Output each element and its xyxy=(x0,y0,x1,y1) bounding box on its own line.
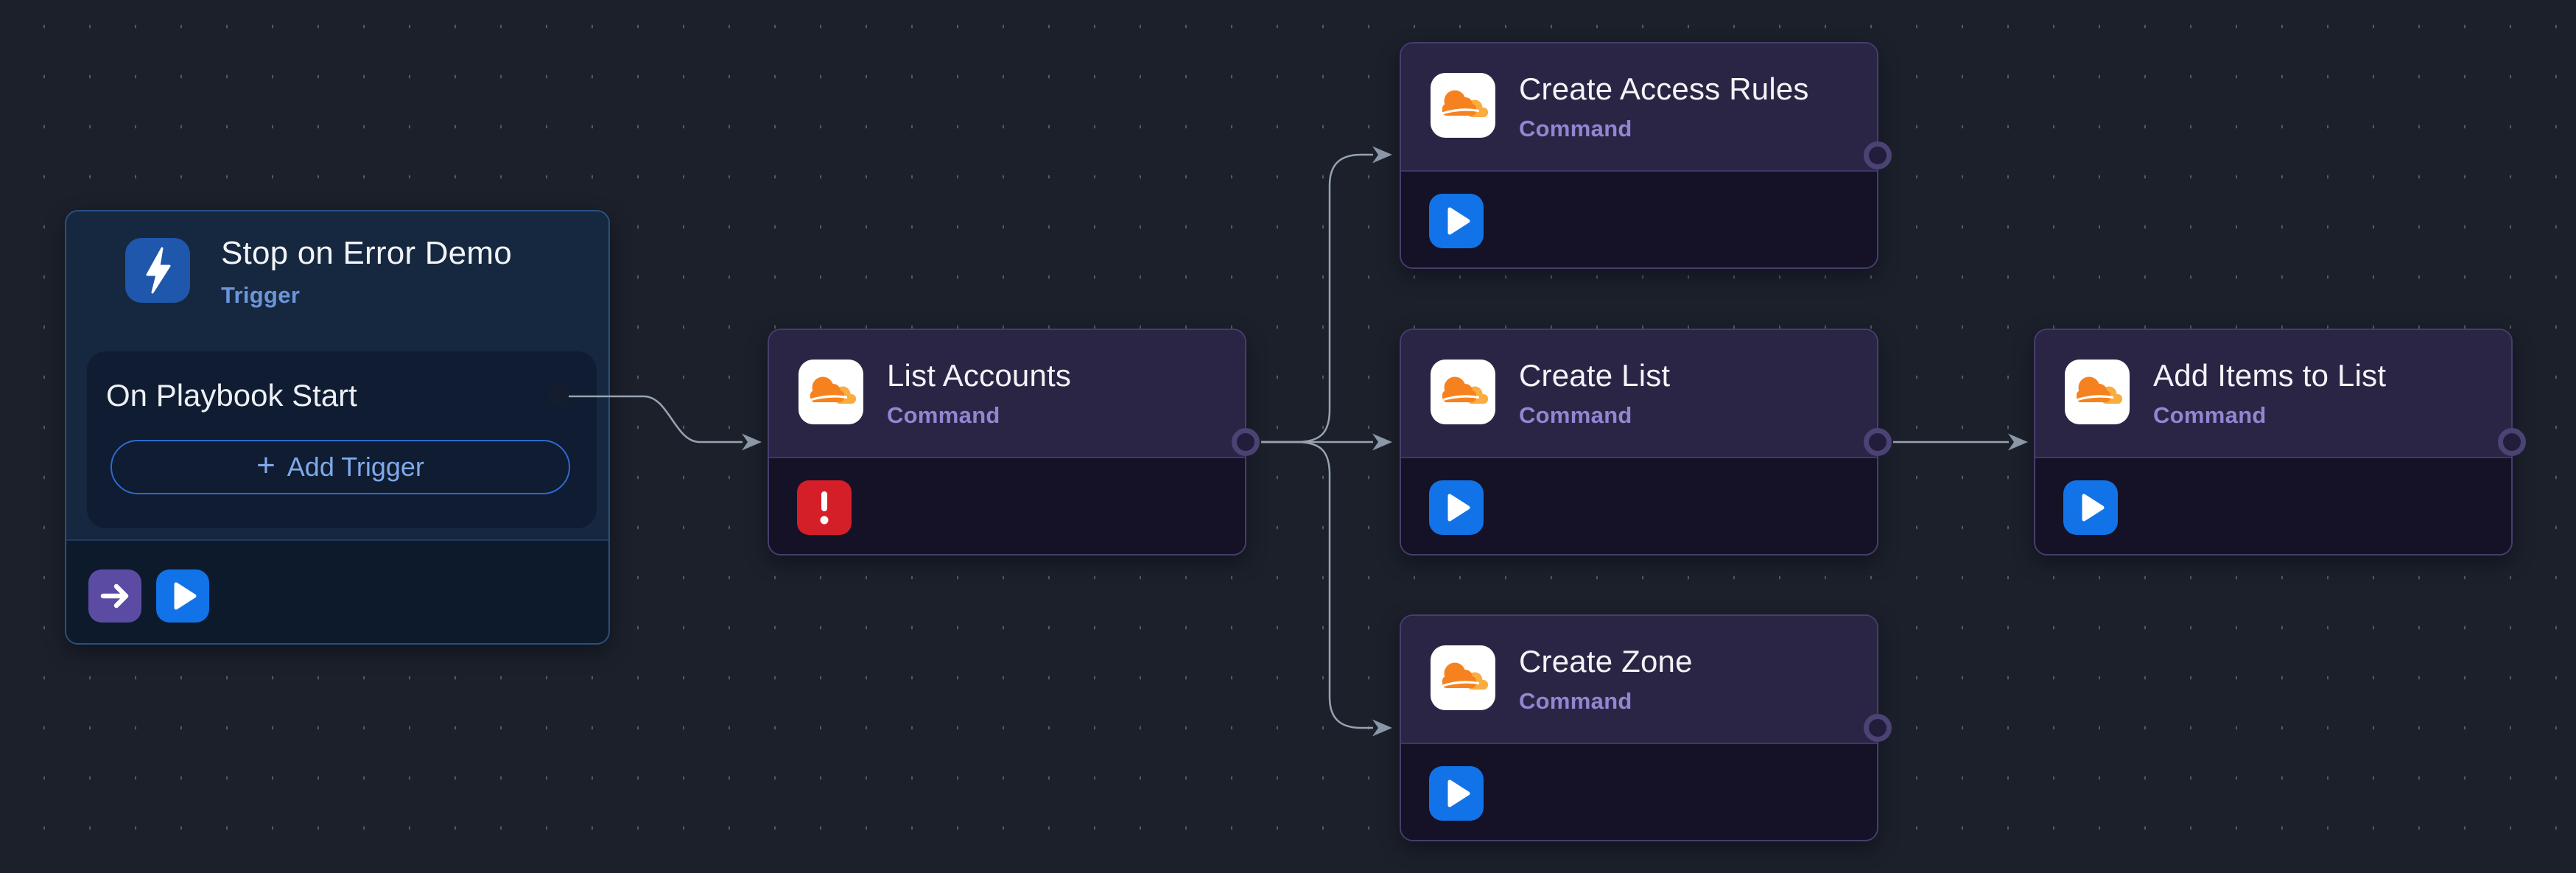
trigger-footer xyxy=(66,539,608,643)
add-trigger-label: Add Trigger xyxy=(287,452,424,482)
node-title: Create Zone xyxy=(1519,644,1693,679)
add-trigger-button[interactable]: + Add Trigger xyxy=(110,440,570,494)
node-body xyxy=(2035,458,2511,554)
output-connector[interactable] xyxy=(1864,714,1892,742)
node-create-list[interactable]: Create List Command xyxy=(1400,329,1892,555)
node-header: Create List Command xyxy=(1401,330,1877,458)
play-icon xyxy=(1447,207,1470,235)
play-icon xyxy=(1447,779,1470,807)
node-body xyxy=(1401,458,1877,554)
exclamation-icon xyxy=(820,491,829,525)
edge-arrowhead xyxy=(1372,433,1392,451)
node-title: List Accounts xyxy=(887,358,1072,393)
edge-arrowhead xyxy=(2008,433,2028,451)
node-title: Add Items to List xyxy=(2153,358,2387,393)
node-body xyxy=(1401,172,1877,267)
cloudflare-icon xyxy=(1431,73,1495,138)
run-step-button[interactable] xyxy=(1429,766,1484,821)
node-subtitle: Command xyxy=(2153,402,2267,428)
trigger-list-panel: On Playbook Start + Add Trigger xyxy=(87,351,597,528)
node-header: List Accounts Command xyxy=(769,330,1245,458)
cloudflare-icon xyxy=(2065,360,2130,424)
node-create-zone[interactable]: Create Zone Command xyxy=(1400,614,1892,841)
run-playbook-button[interactable] xyxy=(156,569,209,623)
play-icon xyxy=(174,582,197,610)
node-stop-on-error-demo[interactable]: Stop on Error Demo Trigger On Playbook S… xyxy=(65,210,610,645)
output-connector[interactable] xyxy=(1232,428,1260,456)
trigger-output-connector[interactable] xyxy=(547,385,569,407)
lightning-icon xyxy=(125,238,190,303)
node-subtitle: Command xyxy=(1519,402,1632,428)
node-header: Create Zone Command xyxy=(1401,616,1877,744)
node-header: Add Items to List Command xyxy=(2035,330,2511,458)
output-connector[interactable] xyxy=(2498,428,2526,456)
node-body xyxy=(769,458,1245,554)
node-title: Create List xyxy=(1519,358,1671,393)
go-to-step-button[interactable] xyxy=(88,569,141,623)
node-title: Stop on Error Demo xyxy=(221,235,512,271)
node-list-accounts[interactable]: List Accounts Command xyxy=(768,329,1260,555)
node-subtitle: Command xyxy=(887,402,1000,428)
run-step-button[interactable] xyxy=(1429,480,1484,535)
node-header: Create Access Rules Command xyxy=(1401,43,1877,172)
edge-list-accounts-to-create-access-rules xyxy=(1261,153,1373,443)
node-body xyxy=(1401,744,1877,840)
node-subtitle: Trigger xyxy=(221,282,301,308)
edge-arrowhead xyxy=(1372,719,1392,737)
error-status-badge[interactable] xyxy=(797,480,852,535)
node-subtitle: Command xyxy=(1519,116,1632,141)
cloudflare-icon xyxy=(799,360,863,424)
node-subtitle: Command xyxy=(1519,688,1632,714)
cloudflare-icon xyxy=(1431,645,1495,710)
run-step-button[interactable] xyxy=(2063,480,2118,535)
arrow-right-icon xyxy=(100,583,129,609)
run-step-button[interactable] xyxy=(1429,194,1484,248)
output-connector[interactable] xyxy=(1864,141,1892,169)
play-icon xyxy=(2082,494,2105,522)
node-create-access-rules[interactable]: Create Access Rules Command xyxy=(1400,42,1892,269)
node-title: Create Access Rules xyxy=(1519,71,1809,106)
edge-arrowhead xyxy=(1372,146,1392,164)
edge-list-accounts-to-create-zone xyxy=(1261,441,1373,729)
cloudflare-icon xyxy=(1431,360,1495,424)
node-add-items-to-list[interactable]: Add Items to List Command xyxy=(2034,329,2526,555)
trigger-item[interactable]: On Playbook Start xyxy=(106,378,357,413)
plus-icon: + xyxy=(256,447,276,483)
play-icon xyxy=(1447,494,1470,522)
output-connector[interactable] xyxy=(1864,428,1892,456)
edge-arrowhead xyxy=(742,433,762,451)
